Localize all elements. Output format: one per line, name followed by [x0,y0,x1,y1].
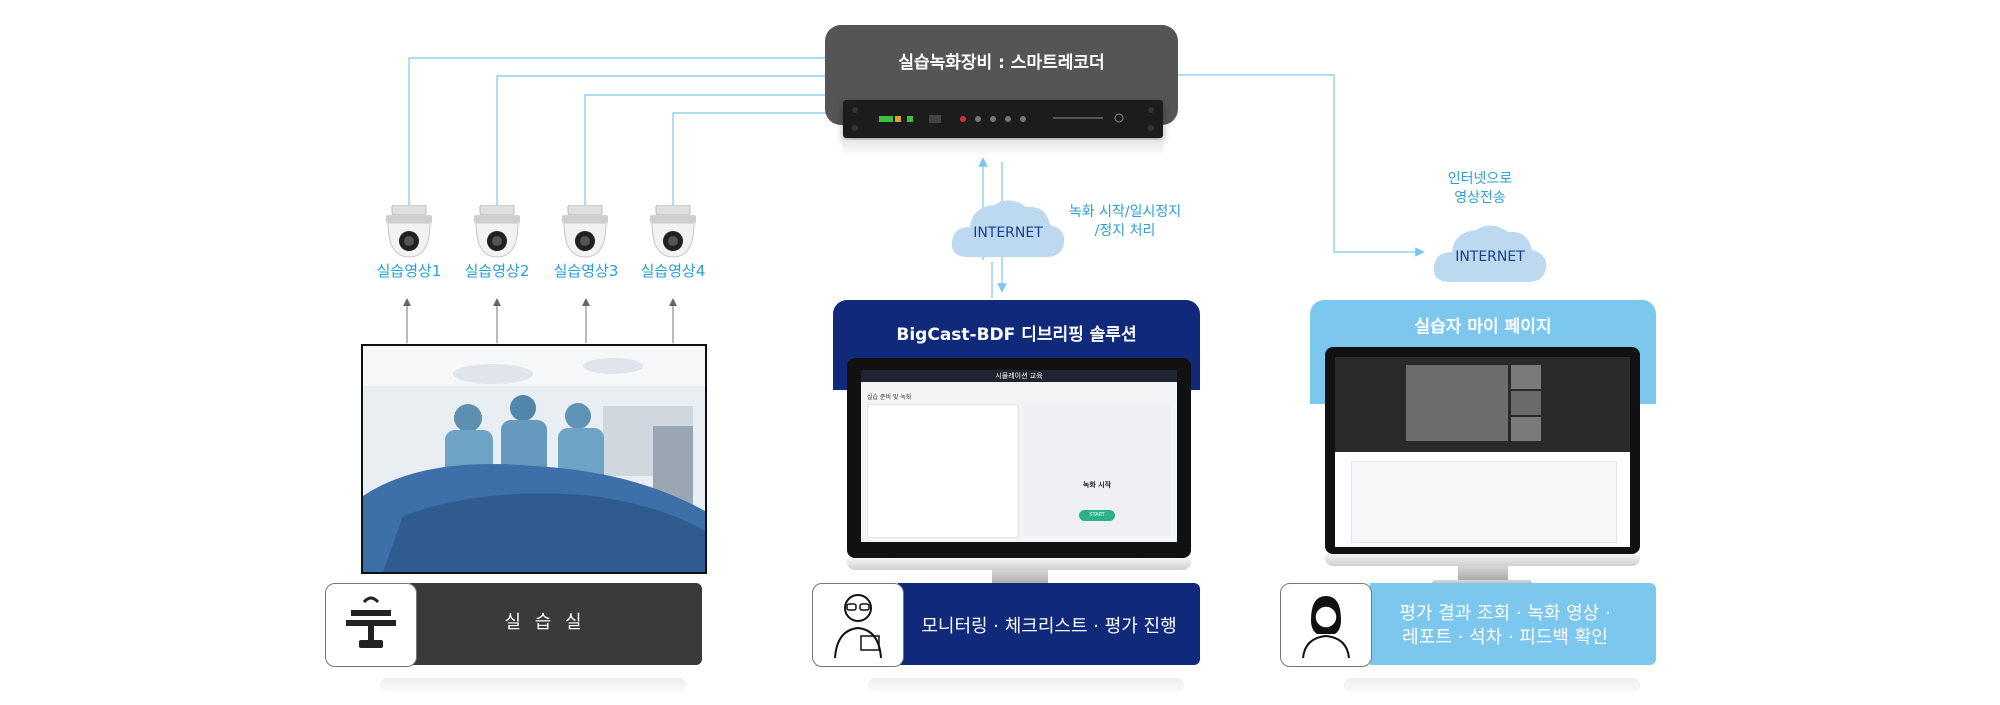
monitor-stand [1458,566,1508,580]
student-icon [1280,583,1372,667]
review-line: 레포트 · 석차 · 피드백 확인 [1402,627,1608,648]
recorder-reflection [843,140,1163,156]
internet-label-right: INTERNET [1455,249,1525,265]
instructor-icon [812,583,904,667]
ptz-camera-icon [470,204,524,261]
screen-start-button[interactable]: START [1079,510,1115,521]
camera-label-1: 실습영상1 [376,262,442,280]
video-transfer-note: 인터넷으로 영상전송 [1420,170,1540,208]
cloud-icon [951,200,1065,257]
camera2-link [496,75,825,205]
solution-screen: 시뮬레이션 교육 실습 준비 및 녹화 녹화 시작 START [861,370,1177,542]
review-bar [1370,583,1656,665]
recorder-device-image [843,100,1163,138]
camera-label-4: 실습영상4 [640,262,706,280]
mypage-screen [1335,357,1630,547]
review-line: 평가 결과 조회 · 녹화 영상 · [1399,603,1611,624]
monitor-chin [847,558,1191,570]
monitor-chin [1325,554,1640,566]
solution-title: BigCast-BDF 디브리핑 솔루션 [896,325,1137,345]
recorder-to-right-internet [1178,74,1425,257]
screen-form [867,404,1019,538]
mypage-title: 실습자 마이 페이지 [1414,317,1552,337]
mypage-monitor [1325,347,1640,554]
monitoring-label: 모니터링 · 체크리스트 · 평가 진행 [921,616,1177,637]
video-thumbnail [1511,417,1541,441]
review-label: 평가 결과 조회 · 녹화 영상 · 레포트 · 석차 · 피드백 확인 [1370,602,1640,650]
camera3-link [584,94,843,205]
video-thumbnail [1511,365,1541,389]
ptz-camera-icon [382,204,436,261]
operating-room-photo [361,344,707,574]
monitoring-bar [898,583,1200,665]
screen-record-title: 녹화 시작 [1082,481,1112,489]
note-line: /정지 처리 [1094,223,1156,239]
result-table [1351,461,1617,543]
note-line: 녹화 시작/일시정지 [1068,204,1182,220]
practice-room-bar [410,583,702,665]
camera1-link [408,57,825,205]
note-line: 인터넷으로 [1447,171,1513,187]
surgery-table-icon [325,583,417,667]
floor-shadow [1344,678,1640,692]
ptz-camera-icon [558,204,612,261]
monitor-stand [992,570,1048,584]
solution-monitor: 시뮬레이션 교육 실습 준비 및 녹화 녹화 시작 START [847,358,1191,558]
floor-shadow [380,678,686,692]
camera-label-2: 실습영상2 [464,262,530,280]
camera4-link [672,112,843,205]
screen-section-title: 실습 준비 및 녹화 [867,394,912,401]
floor-shadow [868,678,1184,692]
screen-header: 시뮬레이션 교육 [861,370,1177,382]
ptz-camera-icon [646,204,700,261]
cloud-icon [1433,225,1547,282]
recording-control-note: 녹화 시작/일시정지 /정지 처리 [1055,203,1195,241]
main-video-thumbnail [1406,365,1508,441]
video-thumbnail [1511,391,1541,415]
practice-room-label: 실 습 실 [504,612,586,633]
internet-label-left: INTERNET [973,225,1043,241]
note-line: 영상전송 [1454,190,1506,206]
recorder-title: 실습녹화장비 : 스마트레코더 [898,53,1105,73]
camera-label-3: 실습영상3 [553,262,619,280]
